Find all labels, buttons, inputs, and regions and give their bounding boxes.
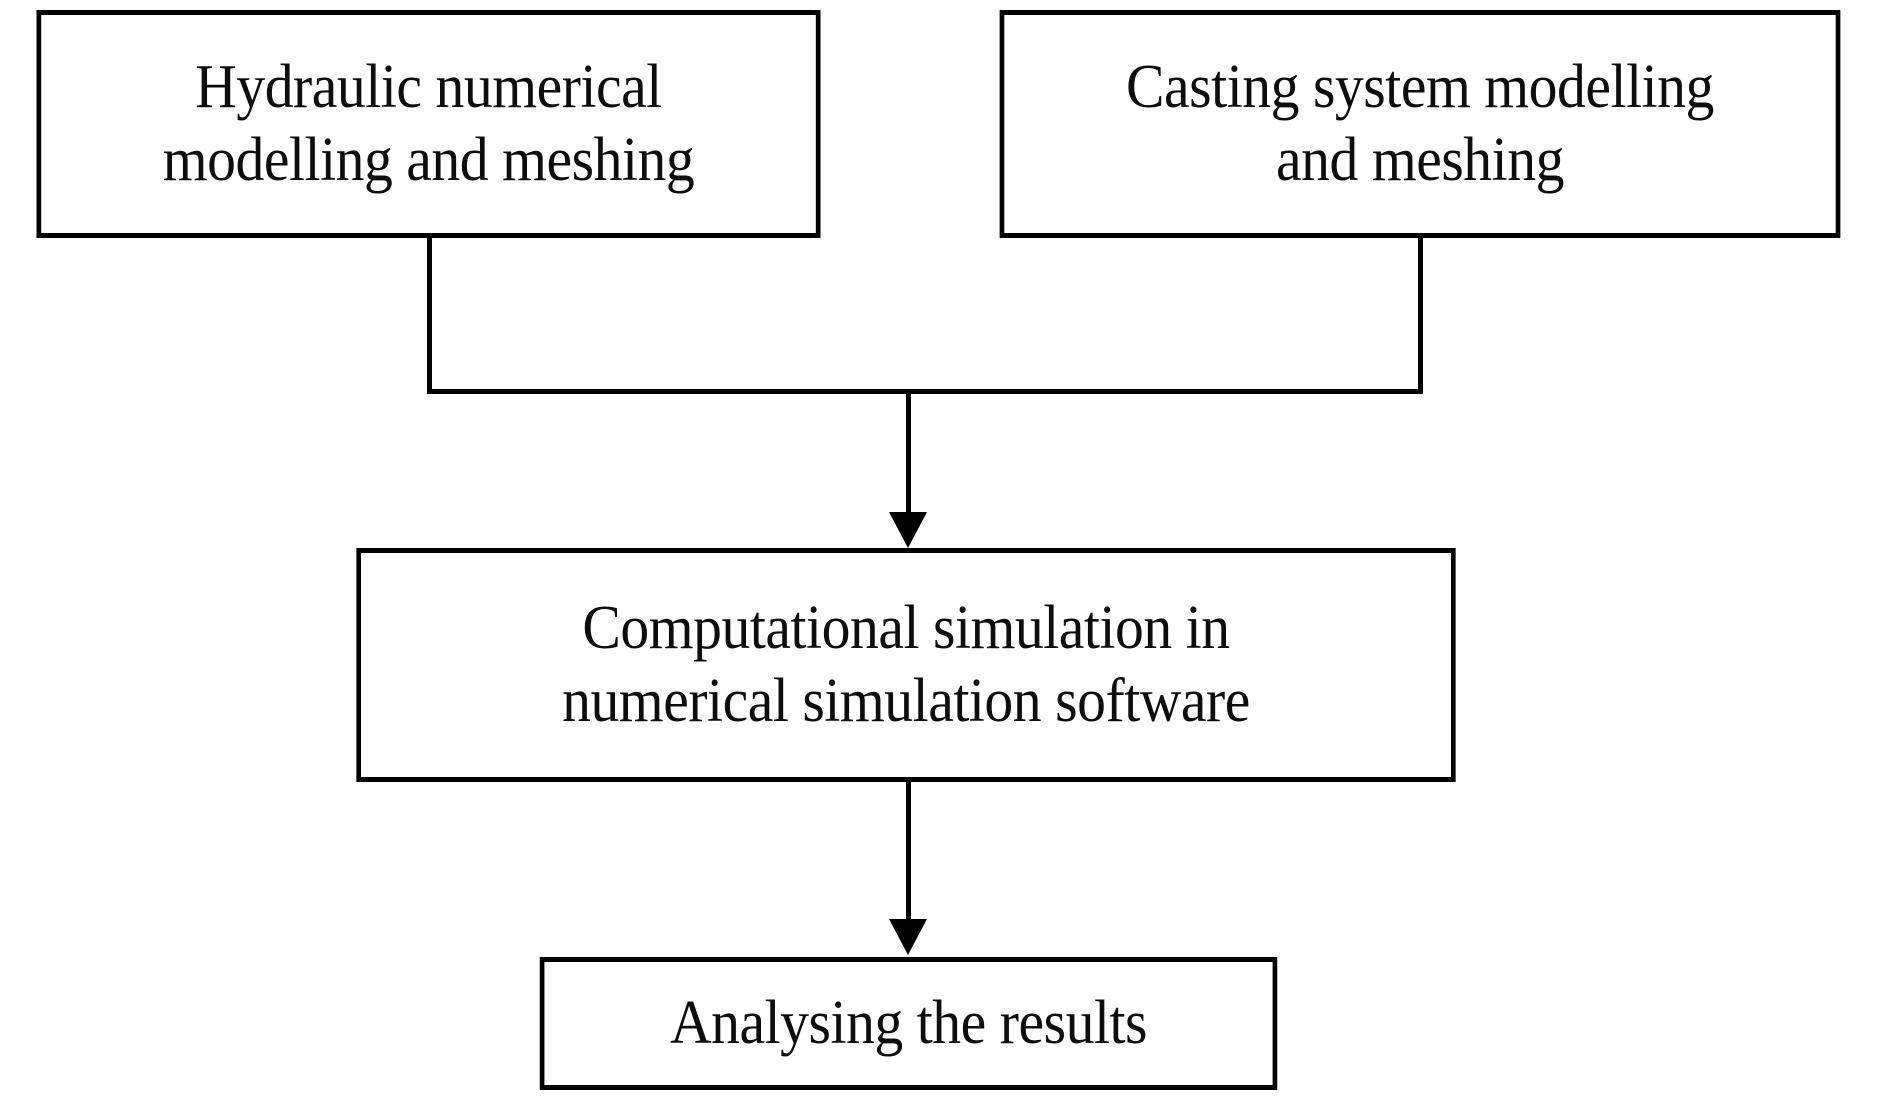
flowchart-node-computational-simulation[interactable]: Computational simulation in numerical si…: [356, 548, 1456, 782]
connector-merge-to-simulation-line: [906, 392, 911, 514]
flowchart-node-computational-simulation-label: Computational simulation in numerical si…: [562, 593, 1250, 735]
flowchart-node-casting-system-modelling[interactable]: Casting system modelling and meshing: [999, 10, 1841, 238]
arrowhead-down-icon-to-analysis: [889, 919, 927, 955]
flowchart-node-casting-system-modelling-label: Casting system modelling and meshing: [1126, 52, 1714, 194]
flowchart-node-hydraulic-modelling-label: Hydraulic numerical modelling and meshin…: [162, 52, 695, 194]
connector-casting-stem: [1418, 236, 1423, 394]
connector-merge-bar: [427, 389, 1423, 394]
flowchart-node-analysing-results[interactable]: Analysing the results: [539, 957, 1278, 1090]
connector-simulation-to-analysis-line: [906, 780, 911, 920]
flowchart-node-hydraulic-modelling[interactable]: Hydraulic numerical modelling and meshin…: [36, 10, 821, 238]
flowchart-node-analysing-results-label: Analysing the results: [669, 988, 1148, 1057]
arrowhead-down-icon-to-simulation: [889, 512, 927, 548]
connector-hydraulic-stem: [427, 236, 432, 394]
